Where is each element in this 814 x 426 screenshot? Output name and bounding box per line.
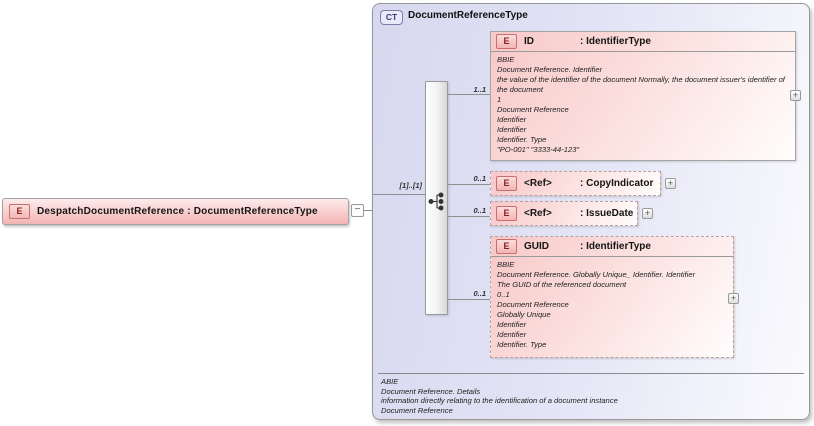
element-badge-icon: E	[496, 206, 517, 221]
element-type: : IdentifierType	[580, 241, 651, 252]
sequence-icon	[428, 192, 444, 211]
sequence-cardinality: [1]..[1]	[399, 181, 423, 190]
connector-line	[448, 94, 490, 95]
element-type: : IdentifierType	[580, 36, 651, 47]
annotation-line: Document Reference	[497, 300, 569, 309]
cardinality-label: 0..1	[473, 206, 486, 215]
annotation-line: information directly relating to the ide…	[381, 396, 618, 406]
annotation-line: BBIE	[497, 55, 515, 64]
expand-icon[interactable]: +	[642, 208, 653, 219]
annotation-line: Document Reference. Details	[381, 386, 481, 396]
root-element-label: DespatchDocumentReference : DocumentRefe…	[37, 206, 318, 217]
element-name: GUID	[524, 241, 549, 252]
complex-type-badge-icon: CT	[380, 10, 403, 25]
collapse-icon[interactable]: −	[351, 204, 364, 217]
connector-line	[448, 184, 490, 185]
expand-icon[interactable]: +	[728, 293, 739, 304]
element-badge-icon: E	[9, 204, 30, 219]
element-box-guid[interactable]: E GUID : IdentifierType BBIE Document Re…	[490, 236, 739, 358]
connector-line	[373, 194, 425, 195]
footer-divider	[378, 373, 804, 374]
sequence-bar[interactable]	[425, 81, 448, 315]
expand-icon[interactable]: +	[790, 90, 801, 101]
type-annotation: ABIE Document Reference. Details informa…	[381, 377, 618, 415]
connector-line	[448, 299, 490, 300]
element-box-issuedate[interactable]: E <Ref> : IssueDate +	[490, 201, 653, 226]
expand-icon[interactable]: +	[665, 178, 676, 189]
annotation-line: The GUID of the referenced document	[497, 280, 627, 289]
element-box-id[interactable]: E ID : IdentifierType BBIE Document Refe…	[490, 31, 801, 161]
element-name: <Ref>	[524, 208, 552, 219]
annotation-line: Document Reference. Identifier	[497, 65, 603, 74]
complex-type-title: DocumentReferenceType	[408, 10, 528, 21]
annotation-line: 1	[497, 95, 502, 104]
element-name: <Ref>	[524, 178, 552, 189]
annotation-line: Identifier	[497, 320, 527, 329]
element-badge-icon: E	[496, 239, 517, 254]
element-badge-icon: E	[496, 34, 517, 49]
annotation-line: Globally Unique	[497, 310, 551, 319]
annotation-line: 0..1	[497, 290, 510, 299]
annotation-line: Identifier. Type	[497, 135, 547, 144]
element-annotation: BBIE Document Reference. Globally Unique…	[491, 257, 733, 350]
complex-type-panel: CT DocumentReferenceType [1]..[1]	[372, 3, 810, 420]
cardinality-label: 1..1	[473, 85, 486, 94]
element-type: : CopyIndicator	[580, 178, 654, 189]
annotation-line: the value of the identifier of the docum…	[497, 75, 785, 94]
annotation-line: Document Reference	[381, 405, 453, 415]
cardinality-label: 0..1	[473, 174, 486, 183]
annotation-line: ABIE	[381, 377, 399, 386]
element-type: : IssueDate	[580, 208, 634, 219]
annotation-line: Identifier. Type	[497, 340, 547, 349]
connector-line	[364, 210, 372, 211]
connector-line	[448, 216, 490, 217]
root-element-box[interactable]: E DespatchDocumentReference : DocumentRe…	[2, 198, 349, 225]
cardinality-label: 0..1	[473, 289, 486, 298]
annotation-line: Document Reference. Globally Unique_ Ide…	[497, 270, 696, 279]
element-annotation: BBIE Document Reference. Identifier the …	[491, 52, 795, 155]
annotation-line: BBIE	[497, 260, 515, 269]
element-badge-icon: E	[496, 176, 517, 191]
element-name: ID	[524, 36, 534, 47]
annotation-line: Document Reference	[497, 105, 569, 114]
annotation-line: Identifier	[497, 330, 527, 339]
annotation-line: "PO-001" "3333-44-123"	[497, 145, 580, 154]
annotation-line: Identifier	[497, 115, 527, 124]
element-box-copyindicator[interactable]: E <Ref> : CopyIndicator +	[490, 171, 676, 196]
annotation-line: Identifier	[497, 125, 527, 134]
